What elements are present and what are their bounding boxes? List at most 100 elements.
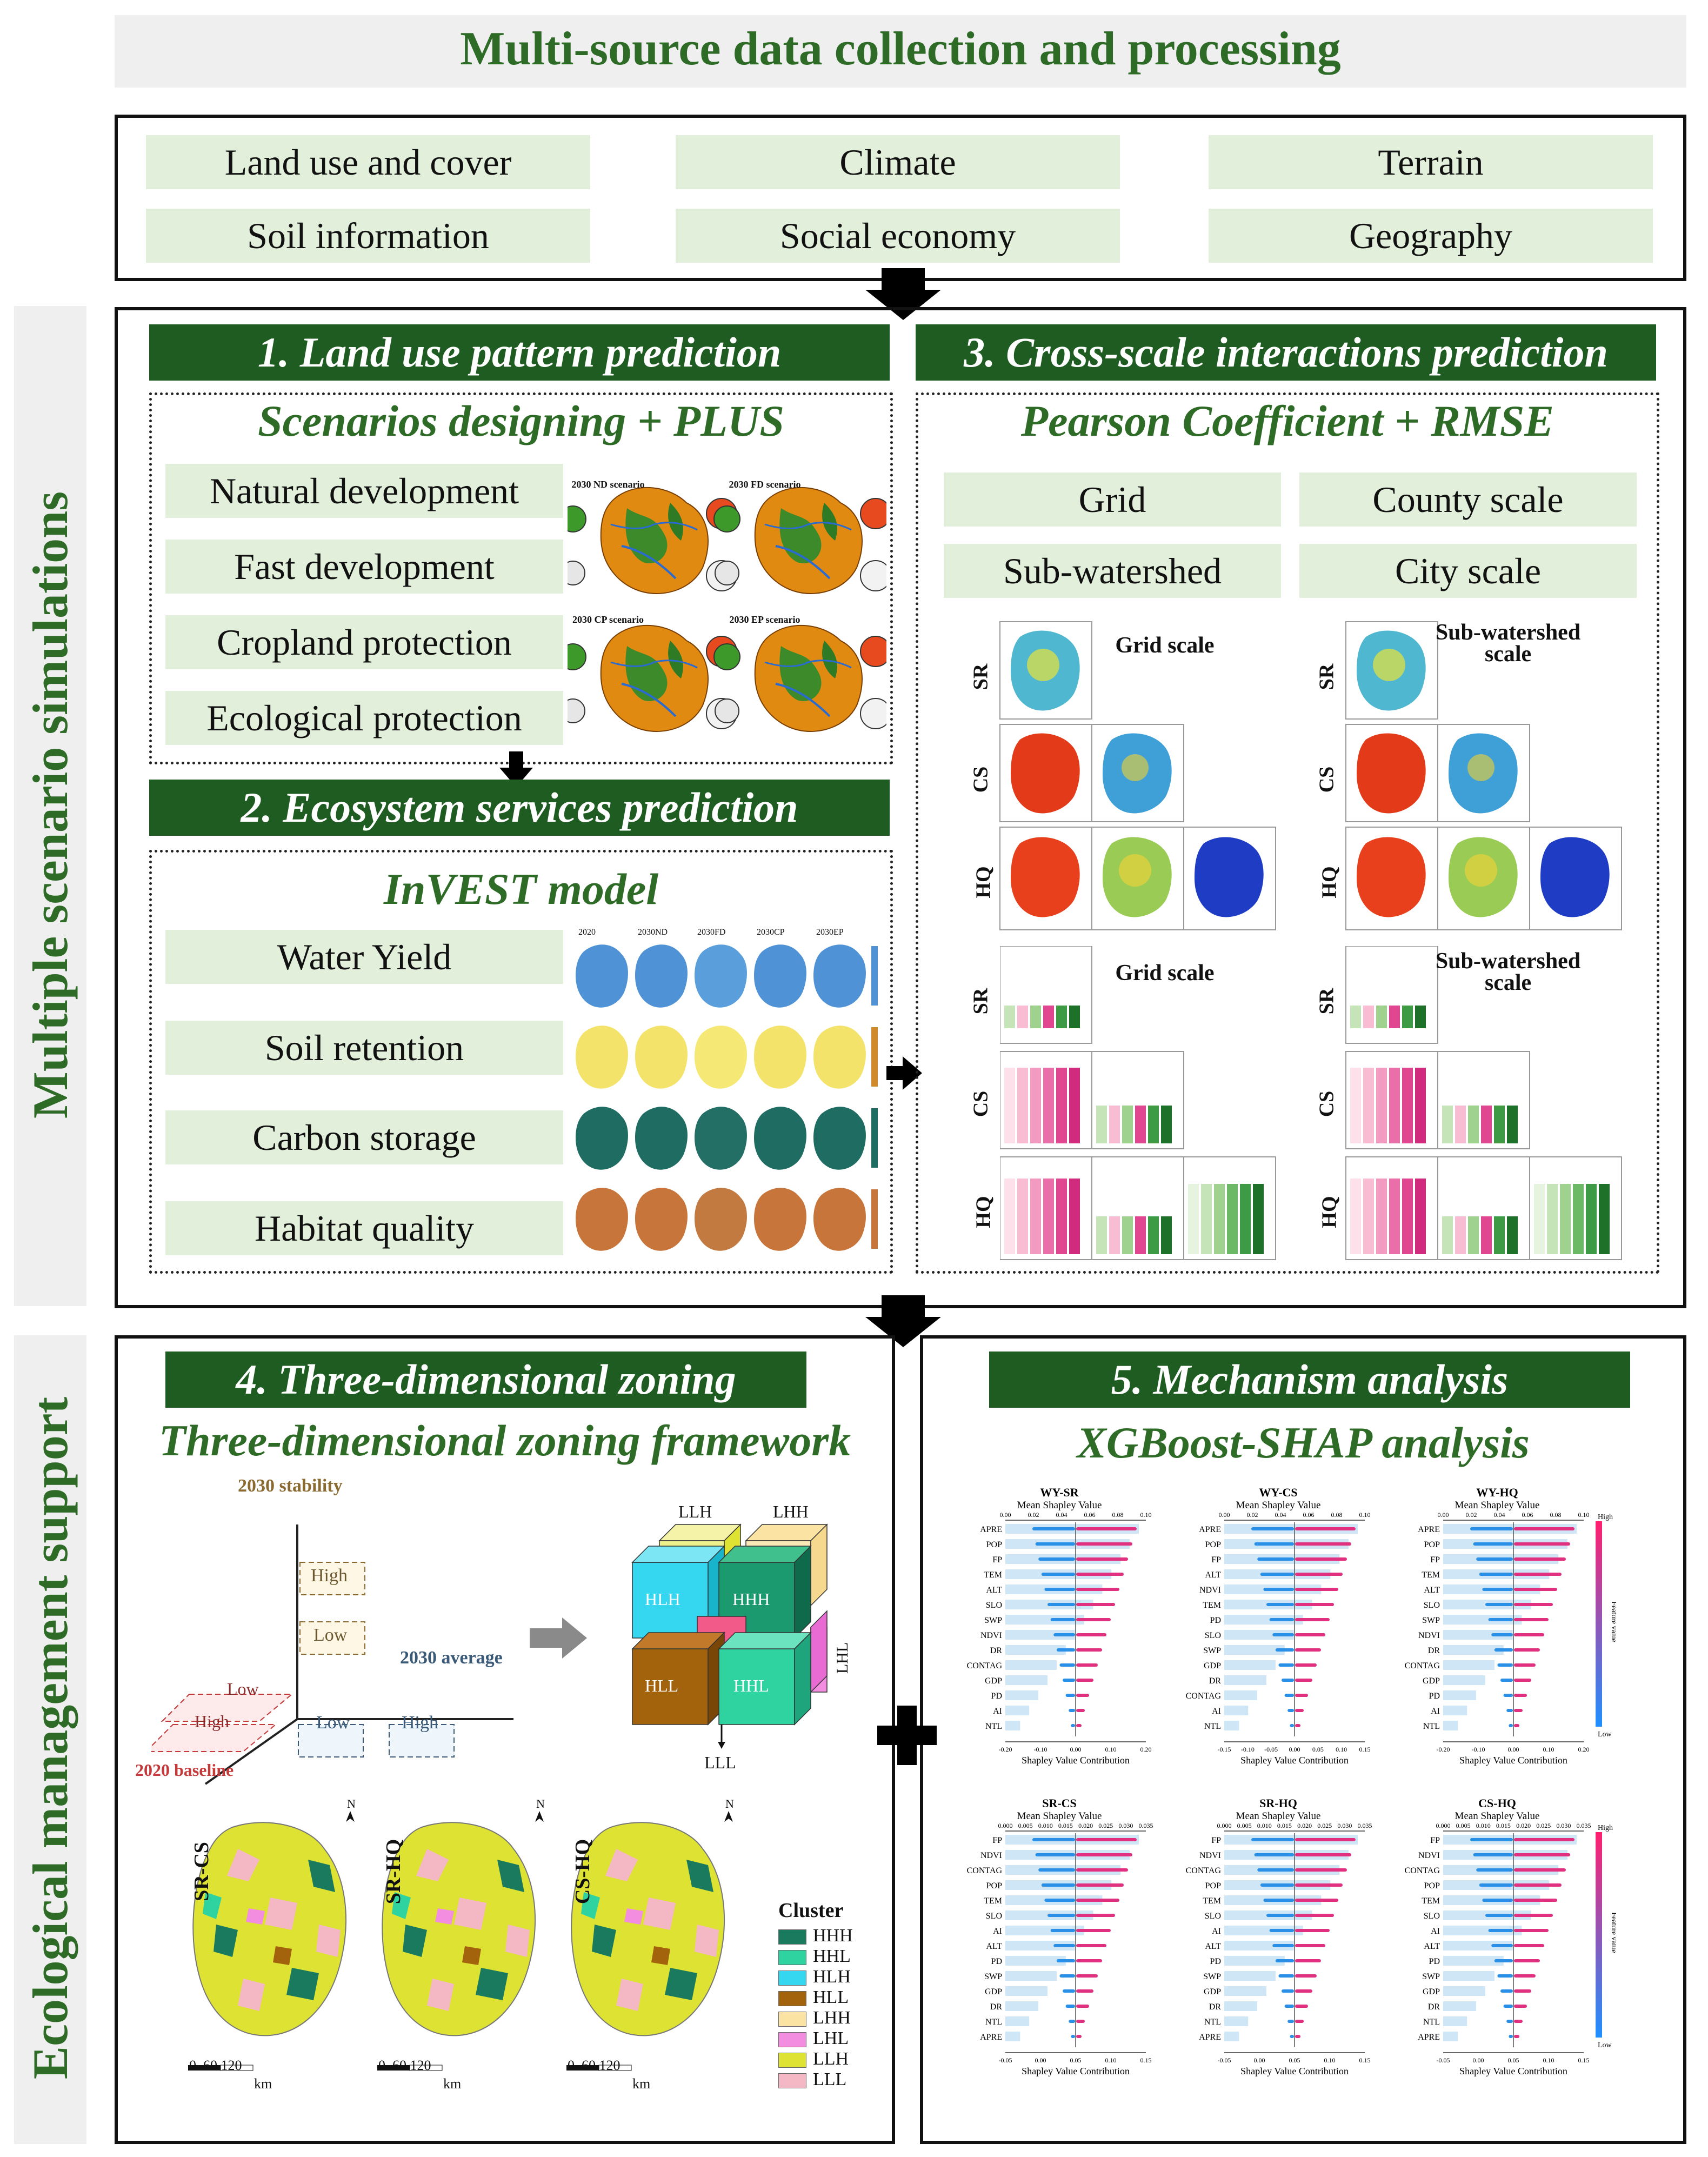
shap-mean-bar: [1224, 2032, 1239, 2041]
down-arrow-icon: [865, 1295, 941, 1347]
scenario-map-title: 2030 CP scenario: [572, 614, 644, 625]
legend-swatch: [778, 2012, 806, 2027]
shap-feature-label: DR: [1209, 2002, 1222, 2012]
shap-feature-label: POP: [1205, 1540, 1221, 1549]
shap-mean-bar: [1224, 1926, 1303, 1935]
shap-contrib-label: Shapley Value Contribution: [1240, 1755, 1349, 1766]
shap-bottom-tick: 0.15: [1140, 2056, 1152, 2064]
ecosystem-service-maps: [576, 944, 878, 1251]
shap-top-tick: 0.010: [1476, 1822, 1491, 1829]
legend-swatch: [778, 1950, 806, 1966]
shap-bottom-tick: 0.05: [1289, 2056, 1300, 2064]
cube-label: LLL: [704, 1753, 736, 1772]
shap-feature-label: APRE: [1418, 2033, 1440, 2042]
feature-value-colorbar: [1596, 1521, 1602, 1727]
shap-feature-label: NDVI: [980, 1851, 1002, 1860]
north-label: N: [725, 1797, 734, 1810]
panel-title: Grid scale: [1115, 633, 1215, 658]
shap-feature-label: SWP: [1203, 1972, 1221, 1981]
shap-feature-label: APRE: [1199, 2033, 1221, 2042]
shap-top-tick: 0.00: [1000, 1511, 1011, 1519]
legend-item: HLH: [778, 1967, 886, 1987]
shap-feature-label: SWP: [1422, 1616, 1440, 1625]
shap-top-tick: 0.035: [1139, 1822, 1153, 1829]
legend-label: HLL: [813, 1987, 849, 2007]
shap-top-tick: 0.08: [1331, 1511, 1343, 1519]
north-label: N: [347, 1797, 356, 1810]
shap-feature-label: PD: [1210, 1616, 1221, 1625]
shap-contrib-label: Shapley Value Contribution: [1459, 2066, 1567, 2076]
shap-top-tick: 0.04: [1494, 1511, 1505, 1519]
shap-feature-label: ALT: [1205, 1570, 1221, 1580]
col-title: 2030FD: [697, 928, 726, 937]
page-title: Multi-source data collection and process…: [460, 23, 1341, 75]
shap-bottom-tick: 0.05: [1508, 2056, 1519, 2064]
shap-top-tick: 0.04: [1056, 1511, 1068, 1519]
row-label: CS: [969, 766, 992, 793]
shap-top-tick: 0.025: [1098, 1822, 1113, 1829]
service-item: Soil retention: [165, 1021, 563, 1075]
shap-mean-bar: [1005, 1630, 1075, 1640]
legend-label: LLH: [813, 2049, 849, 2069]
shap-bottom-tick: 0.00: [1289, 1746, 1300, 1753]
colorbar-low-label: Low: [1598, 2041, 1612, 2049]
shap-top-tick: 0.035: [1358, 1822, 1372, 1829]
shap-top-tick: 0.00: [1219, 1511, 1230, 1519]
shap-feature-label: PD: [1429, 1957, 1440, 1966]
col-title: 2030EP: [816, 928, 844, 937]
right-arrow-icon: [530, 1617, 587, 1659]
service-item: Habitat quality: [165, 1201, 563, 1255]
shap-feature-label: CONTAG: [1186, 1866, 1222, 1875]
shap-bottom-tick: 0.10: [1105, 1746, 1117, 1753]
shap-title: SR-HQ: [1259, 1798, 1297, 1810]
scenario-item: Cropland protection: [165, 615, 563, 669]
north-label: N: [536, 1797, 545, 1810]
shap-bottom-tick: -0.05: [1264, 1746, 1278, 1753]
shap-mean-bar: [1005, 1615, 1084, 1625]
shap-top-tick: 0.08: [1550, 1511, 1562, 1519]
side-label-bottom: Ecological management support: [23, 1396, 78, 2080]
shap-feature-label: FP: [1211, 1555, 1221, 1565]
shap-top-tick: 0.010: [1257, 1822, 1272, 1829]
shap-mean-bar: [1005, 2016, 1030, 2026]
shap-feature-label: NTL: [1423, 2018, 1440, 2027]
shap-feature-label: ALT: [986, 1942, 1002, 1951]
legend-label: HLH: [813, 1967, 851, 1987]
panel-title: Sub-watershed scale: [1435, 949, 1581, 995]
shap-bottom-tick: 0.00: [1508, 1746, 1519, 1753]
cube-label: LLH: [678, 1502, 712, 1521]
shap-top-tick: 0.025: [1536, 1822, 1551, 1829]
scenario-item: Fast development: [165, 540, 563, 594]
shap-top-tick: 0.020: [1078, 1822, 1093, 1829]
shap-top-tick: 0.06: [1084, 1511, 1096, 1519]
shap-top-tick: 0.000: [998, 1822, 1013, 1829]
level-high: High: [195, 1712, 229, 1731]
scalebar: 0 60 120: [189, 2058, 242, 2073]
shap-mean-label: Mean Shapley Value: [1236, 1810, 1321, 1822]
colorbar-low-label: Low: [1598, 1730, 1612, 1739]
shap-top-tick: 0.030: [1556, 1822, 1571, 1829]
row-label: HQ: [972, 866, 995, 898]
scalebar: 0 60 120: [568, 2058, 621, 2073]
shap-mean-bar: [1224, 1721, 1239, 1730]
shap-feature-label: POP: [1205, 1881, 1221, 1890]
shap-bottom-tick: 0.20: [1140, 1746, 1152, 1753]
shap-feature-label: SLO: [1424, 1601, 1440, 1610]
shap-contrib-label: Shapley Value Contribution: [1240, 2066, 1349, 2076]
section2-title: 2. Ecosystem services prediction: [149, 780, 890, 836]
axis-average-label: 2030 average: [400, 1648, 503, 1668]
shap-mean-bar: [1224, 1615, 1303, 1625]
shap-mean-bar: [1443, 1721, 1458, 1730]
shap-bottom-tick: -0.20: [1437, 1746, 1450, 1753]
shap-bottom-tick: 0.00: [1254, 2056, 1265, 2064]
shap-mean-bar: [1005, 1971, 1057, 1981]
shap-feature-label: PD: [991, 1957, 1002, 1966]
shap-feature-label: SWP: [984, 1616, 1002, 1625]
down-arrow-icon: [499, 751, 533, 787]
legend-swatch: [778, 2032, 806, 2048]
shap-feature-label: TEM: [1203, 1601, 1221, 1610]
shap-feature-label: AI: [1212, 1707, 1221, 1716]
